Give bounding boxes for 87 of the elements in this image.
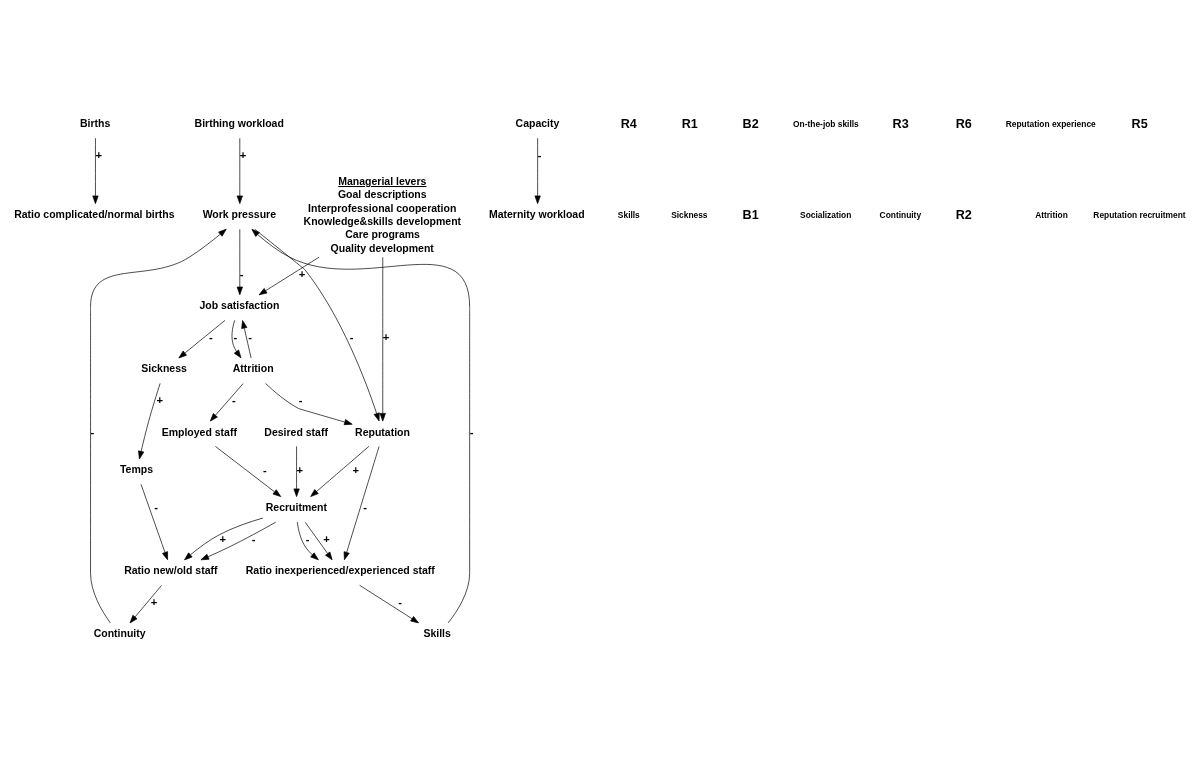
- arrow: [90, 228, 227, 623]
- arrow: [254, 228, 380, 421]
- node-text: Ratio complicated/normal births: [14, 207, 175, 220]
- arrow: [379, 256, 386, 421]
- label: R3: [892, 116, 909, 131]
- label: R4: [620, 116, 637, 131]
- edge-label: +: [296, 463, 304, 476]
- node-text: Work pressure: [202, 207, 276, 220]
- arrow: [265, 382, 353, 425]
- edge-label: +: [95, 148, 102, 161]
- edge-label: -: [233, 330, 238, 343]
- label: B1: [742, 207, 759, 222]
- edge-label: -: [398, 595, 402, 608]
- edge-label: -: [537, 148, 542, 161]
- edge-label: -: [262, 463, 267, 476]
- node-text: Ratio new/old staff: [124, 563, 218, 576]
- arrow: [343, 445, 380, 560]
- label: Socialization: [800, 209, 852, 220]
- arrow: [200, 521, 277, 560]
- arrow: [184, 517, 264, 560]
- arrow: [359, 584, 419, 623]
- arrow: [92, 137, 99, 204]
- node-text: Maternity workload: [488, 207, 585, 220]
- edge-label: -: [232, 393, 236, 406]
- node-text: Ratio inexperienced/experienced staff: [245, 563, 435, 576]
- edge-label: -: [298, 393, 303, 406]
- arrow: [296, 521, 319, 560]
- node-text: Capacity: [515, 116, 560, 129]
- label: On-the-job skills: [793, 118, 859, 129]
- edge-label: +: [323, 532, 330, 545]
- arrow: [209, 382, 244, 421]
- edge-label: +: [150, 595, 158, 608]
- edge-label: -: [349, 330, 354, 343]
- node-text: Recruitment: [265, 500, 327, 513]
- arrow: [310, 445, 370, 497]
- edge-label: -: [251, 532, 256, 545]
- arrow: [251, 228, 470, 623]
- arrow: [293, 445, 300, 497]
- edge-label: -: [363, 500, 367, 513]
- node-text: Desired staff: [264, 425, 328, 438]
- edge-label: +: [352, 463, 360, 476]
- node-text: Sickness: [141, 361, 187, 374]
- label: R5: [1131, 116, 1148, 131]
- arrow: [215, 445, 282, 497]
- label: B2: [742, 116, 759, 131]
- label: Skills: [617, 209, 640, 220]
- edge-label: -: [239, 267, 244, 280]
- arrow: [140, 483, 168, 560]
- label: Continuity: [879, 209, 922, 220]
- node-text: Employed staff: [161, 425, 237, 438]
- node-text: Reputation: [355, 425, 410, 438]
- node-text: Continuity: [93, 626, 146, 639]
- label: Sickness: [671, 209, 708, 220]
- node-text: Job satisfaction: [199, 298, 280, 311]
- edge-label: +: [219, 532, 227, 545]
- label: R2: [955, 207, 972, 222]
- node-text: Attrition: [232, 361, 274, 374]
- edge-label: +: [156, 393, 163, 406]
- edge-label: -: [305, 532, 310, 545]
- edge-label: -: [208, 330, 213, 343]
- edge-label: -: [469, 425, 474, 438]
- label: R1: [681, 116, 698, 131]
- edge-label: -: [248, 330, 252, 343]
- node-text: Temps: [119, 462, 154, 475]
- arrow: [304, 521, 333, 560]
- node-text: Births: [80, 116, 111, 129]
- node-text: Skills: [423, 626, 451, 639]
- node-text: Managerial levers Goal descriptions Interprofessional cooperation Knowledge&skills development Care programs Quality development: [303, 174, 462, 254]
- arrow: [231, 319, 242, 358]
- label: Attrition: [1035, 209, 1068, 220]
- arrow: [129, 584, 162, 623]
- edge-label: +: [298, 267, 306, 280]
- arrow: [241, 319, 252, 358]
- arrow: [178, 319, 226, 358]
- arrow: [236, 228, 243, 295]
- label: R6: [955, 116, 972, 131]
- arrow: [236, 137, 243, 204]
- arrow: [534, 137, 541, 204]
- label: Reputation recruitment: [1093, 209, 1186, 220]
- edge-label: +: [239, 148, 247, 161]
- label: Reputation experience: [1005, 118, 1096, 129]
- arrow: [138, 382, 161, 459]
- edge-label: -: [90, 425, 95, 438]
- arrow: [258, 256, 320, 295]
- edge-label: -: [154, 500, 159, 513]
- node-text: Birthing workload: [194, 116, 284, 129]
- edge-label: +: [382, 330, 390, 343]
